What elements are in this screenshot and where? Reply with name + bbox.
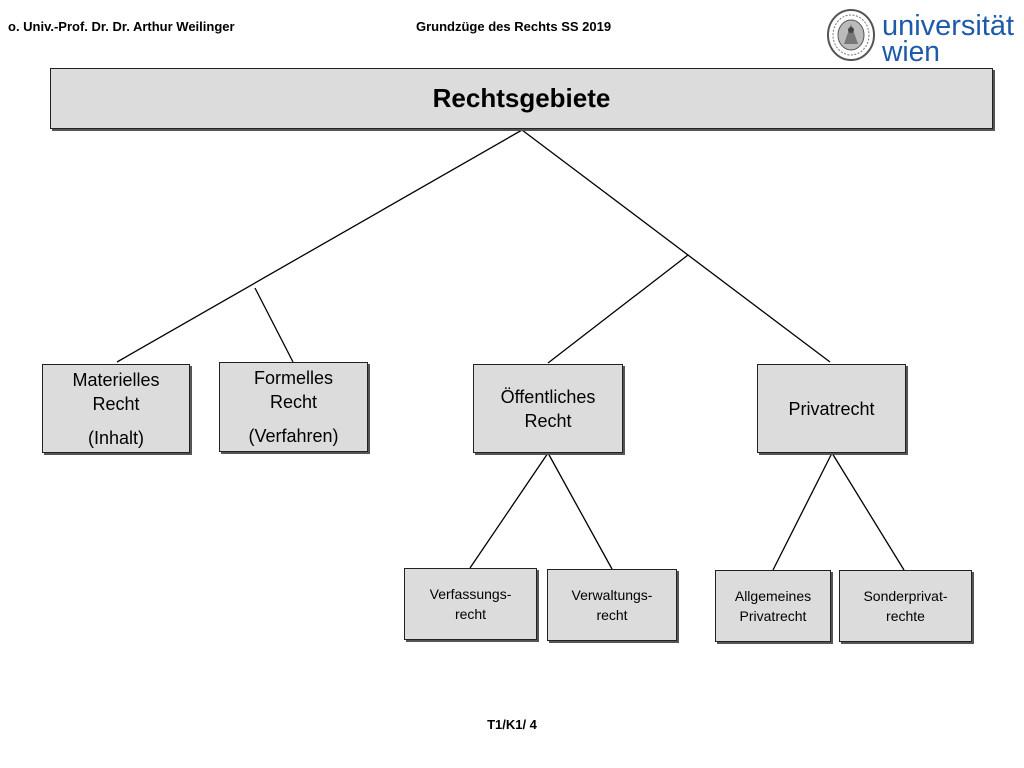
box-allgemeines-privatrecht: Allgemeines Privatrecht [715, 570, 831, 642]
connector-root-right [521, 129, 831, 363]
connector-verfassung [469, 452, 549, 569]
page-number: T1/K1/ 4 [487, 717, 537, 732]
box-materielles-recht: Materielles Recht (Inhalt) [42, 364, 190, 453]
connector-verwaltung [547, 452, 613, 570]
university-logo: universität wien [826, 8, 1016, 66]
materielles-line2: Recht [92, 393, 140, 414]
university-wordmark: universität wien [882, 10, 1014, 66]
sonder-line2: rechte [886, 608, 925, 624]
materielles-line1: Materielles [72, 369, 160, 390]
box-verfassungsrecht: Verfassungs- recht [404, 568, 537, 640]
connector-formelles [254, 287, 294, 363]
connector-oeffentliches [547, 254, 689, 364]
root-label: Rechtsgebiete [432, 83, 611, 113]
oeffentliches-line2: Recht [524, 410, 572, 431]
author-name: o. Univ.-Prof. Dr. Dr. Arthur Weilinger [8, 19, 235, 34]
logo-line1: universität [882, 10, 1014, 42]
box-verwaltungsrecht: Verwaltungs- recht [547, 569, 677, 641]
materielles-line3: (Inhalt) [87, 427, 145, 448]
verfassung-line1: Verfassungs- [429, 586, 512, 602]
logo-line2: wien [882, 36, 940, 66]
connector-root-left [116, 129, 523, 363]
privatrecht-line1: Privatrecht [788, 398, 875, 419]
box-oeffentliches-recht: Öffentliches Recht [473, 364, 623, 453]
formelles-line2: Recht [269, 392, 318, 412]
box-formelles-recht: Formelles Recht (Verfahren) [219, 362, 368, 452]
formelles-line3: (Verfahren) [248, 426, 339, 446]
connector-allgemeines [772, 452, 833, 571]
formelles-line1: Formelles [253, 368, 333, 388]
course-title: Grundzüge des Rechts SS 2019 [416, 19, 612, 34]
verwaltung-line1: Verwaltungs- [571, 587, 653, 603]
allgemeines-line2: Privatrecht [739, 608, 807, 624]
sonder-line1: Sonderprivat- [863, 588, 948, 604]
verwaltung-line2: recht [596, 607, 628, 623]
root-box-rechtsgebiete: Rechtsgebiete [50, 68, 993, 129]
verfassung-line2: recht [454, 606, 487, 622]
box-sonderprivatrechte: Sonderprivat- rechte [839, 570, 972, 642]
university-seal-icon [827, 9, 875, 61]
box-privatrecht: Privatrecht [757, 364, 906, 453]
allgemeines-line1: Allgemeines [734, 588, 812, 604]
oeffentliches-line1: Öffentliches [500, 386, 596, 407]
connector-sonder [831, 452, 905, 571]
